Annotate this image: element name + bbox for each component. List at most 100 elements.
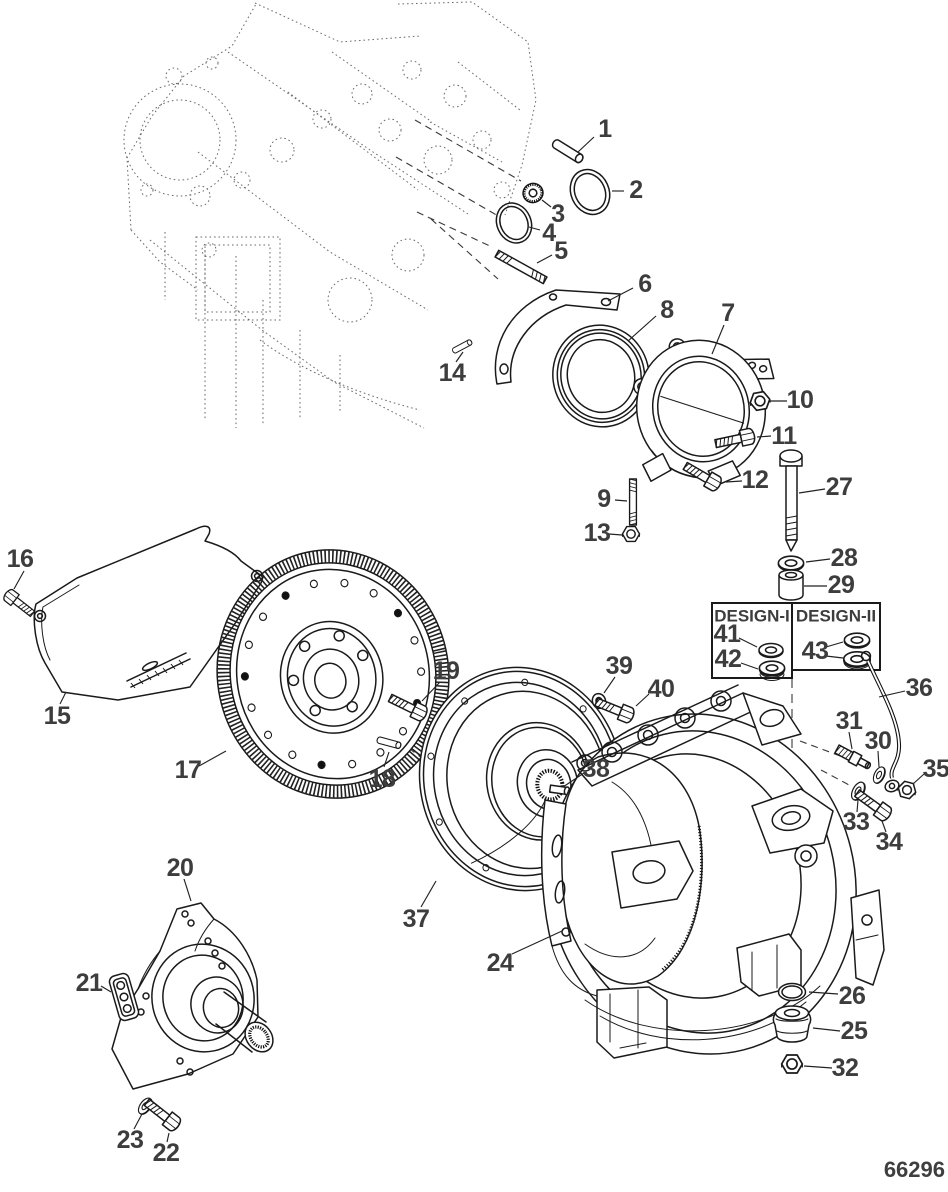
part-bolt-16 bbox=[1, 587, 38, 621]
part-washer-43a bbox=[843, 632, 871, 649]
leader-line-30 bbox=[877, 750, 880, 768]
part-bracket-6 bbox=[494, 289, 621, 385]
part-fitting-31 bbox=[834, 744, 872, 770]
callout-13: 13 bbox=[584, 519, 611, 547]
callout-40: 40 bbox=[648, 675, 675, 703]
part-bushing-25 bbox=[772, 1005, 812, 1043]
part-washer-41 bbox=[758, 642, 784, 659]
leader-line-12 bbox=[725, 480, 743, 483]
part-plate-21 bbox=[108, 972, 140, 1022]
leader-line-15 bbox=[59, 691, 67, 705]
part-rear-seal-8 bbox=[552, 324, 650, 428]
callout-17: 17 bbox=[175, 756, 202, 784]
leader-line-17 bbox=[198, 750, 227, 767]
leader-line-8 bbox=[627, 315, 657, 342]
callout-8: 8 bbox=[660, 296, 674, 324]
callout-11: 11 bbox=[771, 422, 797, 450]
leader-line-41 bbox=[738, 637, 758, 648]
part-oring-4 bbox=[495, 202, 533, 244]
leader-line-39 bbox=[603, 676, 616, 694]
part-spacer-29 bbox=[778, 569, 804, 601]
part-bolt-22 bbox=[140, 1094, 184, 1134]
leader-line-32 bbox=[803, 1065, 833, 1069]
callout-23: 23 bbox=[117, 1126, 144, 1154]
design-panel-1: DESIGN-I bbox=[711, 602, 793, 681]
callout-22: 22 bbox=[153, 1139, 180, 1167]
callout-1: 1 bbox=[598, 115, 612, 143]
leader-line-40 bbox=[635, 693, 650, 707]
callout-25: 25 bbox=[841, 1017, 868, 1045]
part-flywheel-housing-24 bbox=[540, 684, 885, 1059]
callout-37: 37 bbox=[403, 905, 430, 933]
callout-29: 29 bbox=[828, 571, 855, 599]
callout-31: 31 bbox=[836, 707, 863, 735]
callout-26: 26 bbox=[839, 982, 866, 1010]
part-cover-plate-15 bbox=[33, 525, 264, 701]
leader-line-13 bbox=[608, 533, 623, 536]
leader-line-5 bbox=[536, 254, 553, 264]
part-stud-9 bbox=[628, 478, 638, 526]
leader-line-38 bbox=[562, 772, 585, 788]
leader-line-1 bbox=[577, 136, 595, 153]
part-nut-32 bbox=[780, 1054, 804, 1074]
part-stud-5 bbox=[494, 249, 548, 285]
leader-line-43 bbox=[825, 655, 844, 659]
callout-4: 4 bbox=[542, 219, 556, 247]
leader-line-28 bbox=[805, 558, 831, 563]
leader-line-27 bbox=[798, 488, 826, 494]
leader-line-21 bbox=[100, 985, 112, 993]
part-oring-2 bbox=[569, 168, 611, 216]
callout-30: 30 bbox=[865, 727, 892, 755]
engine-block-phantom bbox=[123, 1, 537, 429]
leader-line-35 bbox=[912, 773, 925, 785]
callout-19: 19 bbox=[433, 657, 460, 685]
leader-line-26 bbox=[808, 991, 839, 995]
callout-7: 7 bbox=[721, 299, 734, 327]
callout-3: 3 bbox=[551, 200, 564, 228]
leader-line-24 bbox=[511, 930, 563, 955]
callout-33: 33 bbox=[843, 808, 870, 836]
leader-line-42 bbox=[740, 662, 759, 670]
part-washer-30 bbox=[870, 764, 889, 786]
leader-line-4 bbox=[528, 226, 541, 231]
part-oring-26 bbox=[777, 982, 807, 1002]
leader-line-20 bbox=[183, 878, 192, 902]
callout-39: 39 bbox=[606, 652, 633, 680]
callout-32: 32 bbox=[832, 1054, 859, 1082]
leader-line-23 bbox=[133, 1113, 143, 1130]
leader-line-9 bbox=[614, 499, 628, 502]
leader-line-18 bbox=[383, 751, 390, 768]
part-long-bolt-27 bbox=[779, 449, 803, 552]
callout-18: 18 bbox=[369, 765, 396, 793]
part-ground-wire-36 bbox=[860, 650, 902, 793]
callout-16: 16 bbox=[7, 545, 34, 573]
part-washer-28 bbox=[777, 555, 805, 572]
callout-28: 28 bbox=[831, 544, 858, 572]
callout-43: 43 bbox=[802, 637, 829, 665]
callout-34: 34 bbox=[876, 828, 903, 856]
callout-15: 15 bbox=[44, 702, 71, 730]
design1-label: DESIGN-I bbox=[714, 607, 790, 626]
callout-6: 6 bbox=[638, 270, 651, 298]
callout-35: 35 bbox=[923, 755, 948, 783]
leader-line-7 bbox=[711, 324, 725, 355]
leader-line-3 bbox=[541, 199, 552, 208]
design2-label: DESIGN-II bbox=[796, 607, 876, 626]
part-nut-13 bbox=[621, 525, 641, 543]
part-washer-42 bbox=[758, 660, 786, 681]
leader-line-14 bbox=[455, 351, 464, 363]
leader-line-22 bbox=[166, 1132, 170, 1143]
callout-21: 21 bbox=[76, 969, 103, 997]
leader-line-37 bbox=[420, 880, 437, 908]
callout-41: 41 bbox=[714, 620, 741, 648]
drawing-number: 66296 bbox=[884, 1157, 945, 1182]
part-flywheel-17 bbox=[216, 549, 450, 799]
callout-20: 20 bbox=[167, 854, 194, 882]
design-panel-2: DESIGN-II bbox=[791, 602, 881, 671]
leader-line-6 bbox=[607, 287, 634, 302]
callout-36: 36 bbox=[906, 674, 933, 702]
callout-12: 12 bbox=[742, 466, 769, 494]
